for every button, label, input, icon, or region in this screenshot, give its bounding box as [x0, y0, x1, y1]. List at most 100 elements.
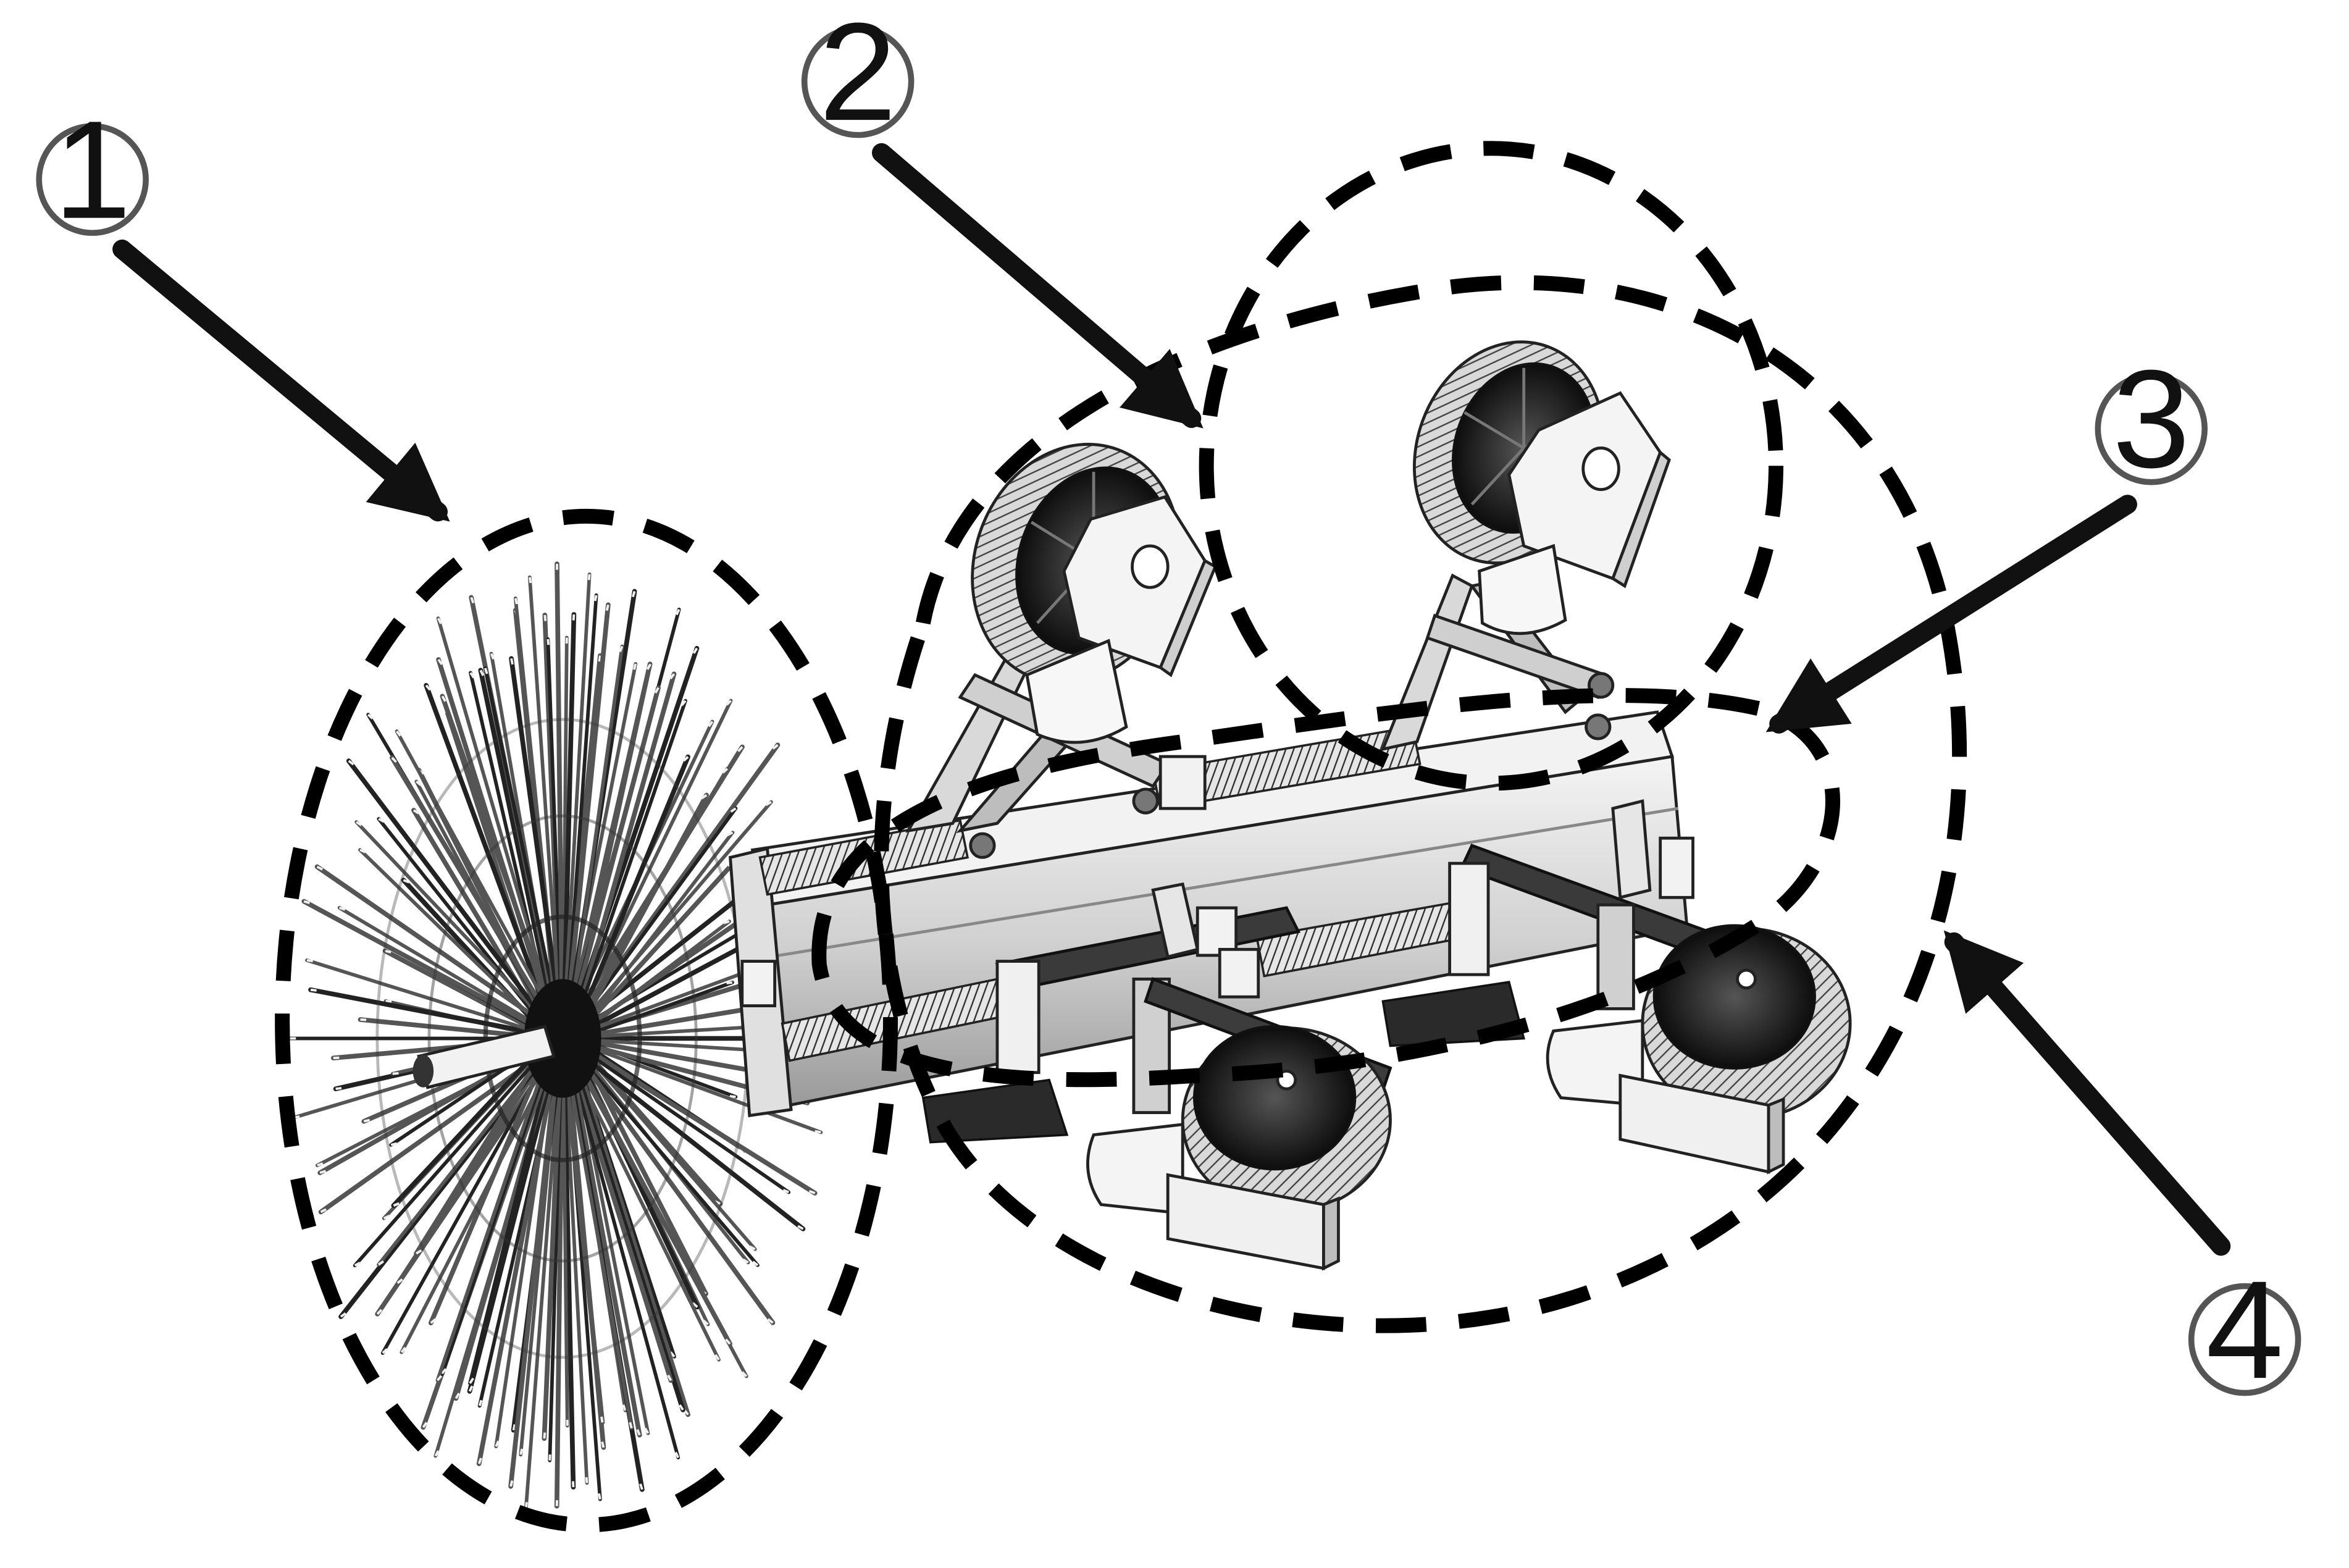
- bristle-tip: [598, 655, 601, 662]
- motor-icon: [1546, 1018, 1785, 1175]
- bristle-tip: [392, 1071, 399, 1075]
- bristle: [585, 742, 781, 1010]
- bristle: [414, 1062, 537, 1256]
- bristle: [580, 1076, 690, 1417]
- bristle: [440, 694, 549, 997]
- bristle: [590, 1059, 757, 1251]
- bristle: [478, 668, 551, 996]
- bristle-tip: [490, 653, 495, 660]
- zone-brush-module: [275, 508, 898, 1533]
- bristle-tip: [396, 1278, 403, 1285]
- bristle-tip: [367, 713, 374, 719]
- bristle-tip: [316, 865, 324, 871]
- callout-3-label: 3: [2112, 341, 2190, 497]
- bristle-tip: [416, 780, 422, 786]
- bristle-tip: [654, 687, 659, 694]
- bristle-tip: [587, 574, 591, 581]
- bristle-tip: [468, 1385, 474, 1392]
- bristle: [390, 755, 542, 1005]
- bristle-tip: [726, 831, 734, 837]
- bristle-tip: [729, 1094, 736, 1099]
- bristle-tip: [391, 757, 398, 763]
- bristle: [382, 948, 534, 1031]
- bristle-tip: [340, 1312, 346, 1318]
- bristle-tip: [441, 1368, 447, 1375]
- bristle: [587, 807, 738, 1011]
- bristle: [580, 671, 677, 1001]
- callout-1-label: 1: [54, 92, 132, 248]
- bristle: [468, 1079, 547, 1385]
- bristle-tip: [767, 1318, 774, 1324]
- bristle: [508, 1084, 556, 1489]
- bristle-tip: [478, 1399, 483, 1407]
- bristle-tip: [425, 684, 431, 691]
- bristle: [567, 593, 598, 991]
- bristle: [391, 1054, 535, 1209]
- bristle: [435, 1074, 543, 1383]
- bristle: [424, 682, 545, 1002]
- bristle-tip: [752, 1260, 759, 1267]
- bristle-tip: [692, 647, 698, 654]
- bristle: [582, 1073, 732, 1346]
- bristle: [591, 1052, 818, 1196]
- bristle-tip: [359, 849, 366, 853]
- bristle-tip: [598, 1493, 601, 1500]
- bristle: [593, 981, 734, 1034]
- bristle: [569, 1085, 634, 1430]
- bristle-tip: [772, 744, 779, 750]
- bristle-tip: [703, 1319, 709, 1326]
- upper-wheel-right: [1380, 340, 1671, 752]
- bristle-tip: [510, 658, 514, 665]
- bristle: [588, 1060, 806, 1231]
- bristle-tip: [470, 597, 475, 604]
- bristle: [574, 1082, 680, 1460]
- bristle: [562, 1086, 576, 1490]
- bristle-tip: [469, 672, 475, 679]
- bristle-tip: [306, 958, 313, 963]
- callout-2-label: 2: [819, 0, 897, 149]
- bristle-tip: [356, 821, 362, 826]
- bristle-tip: [726, 700, 732, 706]
- bristle-tip: [669, 1351, 676, 1358]
- bristle-tip: [692, 1302, 698, 1308]
- bristle: [314, 864, 536, 1019]
- brush-hub: [524, 979, 601, 1098]
- bristle: [591, 1055, 791, 1194]
- bristle-tip: [742, 1258, 749, 1264]
- bristle-tip: [782, 1189, 789, 1194]
- bristle-tip: [437, 618, 442, 624]
- bristle: [572, 1082, 642, 1438]
- bristle: [428, 1068, 540, 1326]
- bristle-tip: [814, 1130, 821, 1134]
- bristle: [354, 820, 538, 1013]
- bristle-tip: [437, 658, 443, 665]
- bristle-tip: [667, 1374, 672, 1381]
- bristle-tip: [543, 1432, 546, 1439]
- upper-wheel-left: [905, 443, 1218, 859]
- bristle-tip: [335, 1087, 342, 1091]
- bristle-tip: [680, 700, 687, 706]
- bristle-tip: [354, 1261, 361, 1267]
- callout-1: 1: [36, 92, 149, 248]
- bristle-tip: [416, 1249, 422, 1255]
- bristle-tip: [383, 1214, 390, 1220]
- motor-icon: [1086, 1123, 1340, 1271]
- bristle-tip: [385, 949, 392, 954]
- bristle: [305, 958, 532, 1032]
- bristle: [380, 1071, 541, 1355]
- bristle-tip: [749, 1245, 756, 1251]
- bristle: [308, 987, 533, 1034]
- bristle-tip: [765, 800, 772, 807]
- bristle-tip: [633, 663, 637, 670]
- bristle-tip: [412, 809, 420, 815]
- bristle-tip: [797, 1225, 804, 1230]
- bristle: [338, 1065, 539, 1319]
- bristle-tip: [378, 818, 385, 823]
- bristle-tip: [385, 1000, 392, 1003]
- bristle-tip: [348, 760, 354, 766]
- bristle-tip: [396, 730, 401, 737]
- bristle-tip: [631, 590, 636, 598]
- bristle-tip: [714, 1354, 720, 1360]
- bristle-tip: [469, 1377, 474, 1384]
